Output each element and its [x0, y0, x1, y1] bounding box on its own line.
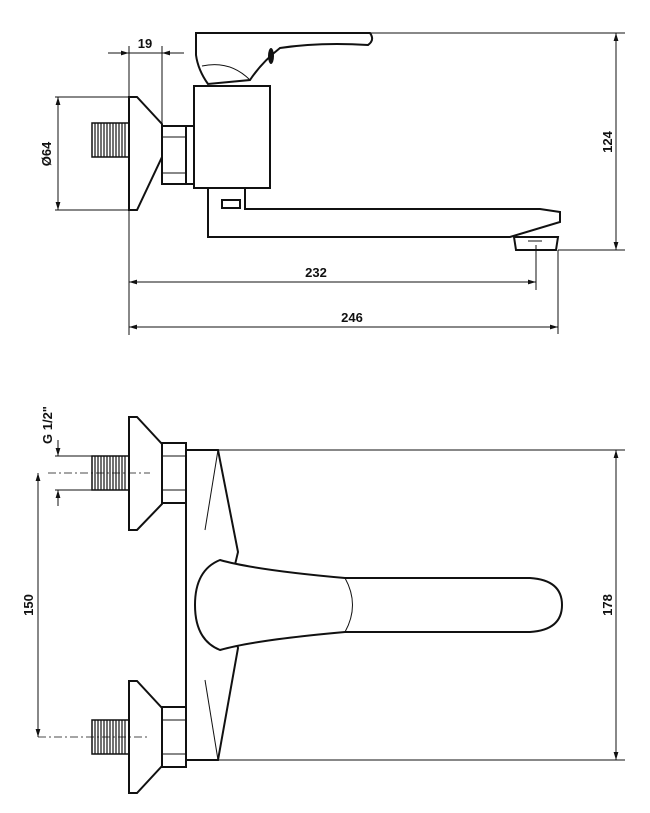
side-nut [161, 125, 187, 185]
dim-rosette-diameter: Ø64 [39, 96, 129, 211]
dim-height: 124 [370, 32, 625, 251]
side-view: 19 Ø64 124 232 [39, 32, 625, 335]
dim-spout-reach-label: 232 [305, 265, 327, 280]
side-spout [207, 187, 561, 238]
dim-spacing: 150 [21, 473, 41, 737]
dim-flange-offset: 19 [108, 36, 184, 124]
side-thread-connector [91, 122, 131, 158]
dim-spout-reach: 232 [128, 210, 537, 335]
top-view: G 1/2" 150 178 [21, 406, 625, 794]
dim-rosette-diameter-label: Ø64 [39, 141, 54, 166]
side-handle-screw [268, 48, 274, 64]
top-rosette-upper [128, 416, 163, 531]
dim-body-length: 178 [218, 449, 625, 761]
side-spout-joint [221, 199, 241, 209]
dim-thread: G 1/2" [40, 406, 92, 506]
dim-total-length-label: 246 [341, 310, 363, 325]
top-handle [193, 558, 564, 652]
dim-body-length-label: 178 [600, 594, 615, 616]
side-rosette [128, 96, 163, 211]
side-aerator [512, 236, 560, 251]
top-nut-lower [161, 706, 187, 768]
side-handle [195, 32, 374, 86]
dim-total-length: 246 [129, 250, 559, 334]
side-mixer-body [193, 85, 271, 189]
top-nut-upper [161, 442, 187, 504]
dim-height-label: 124 [600, 130, 615, 152]
dim-thread-label: G 1/2" [40, 406, 55, 444]
dim-spacing-label: 150 [21, 594, 36, 616]
dim-flange-offset-label: 19 [138, 36, 152, 51]
